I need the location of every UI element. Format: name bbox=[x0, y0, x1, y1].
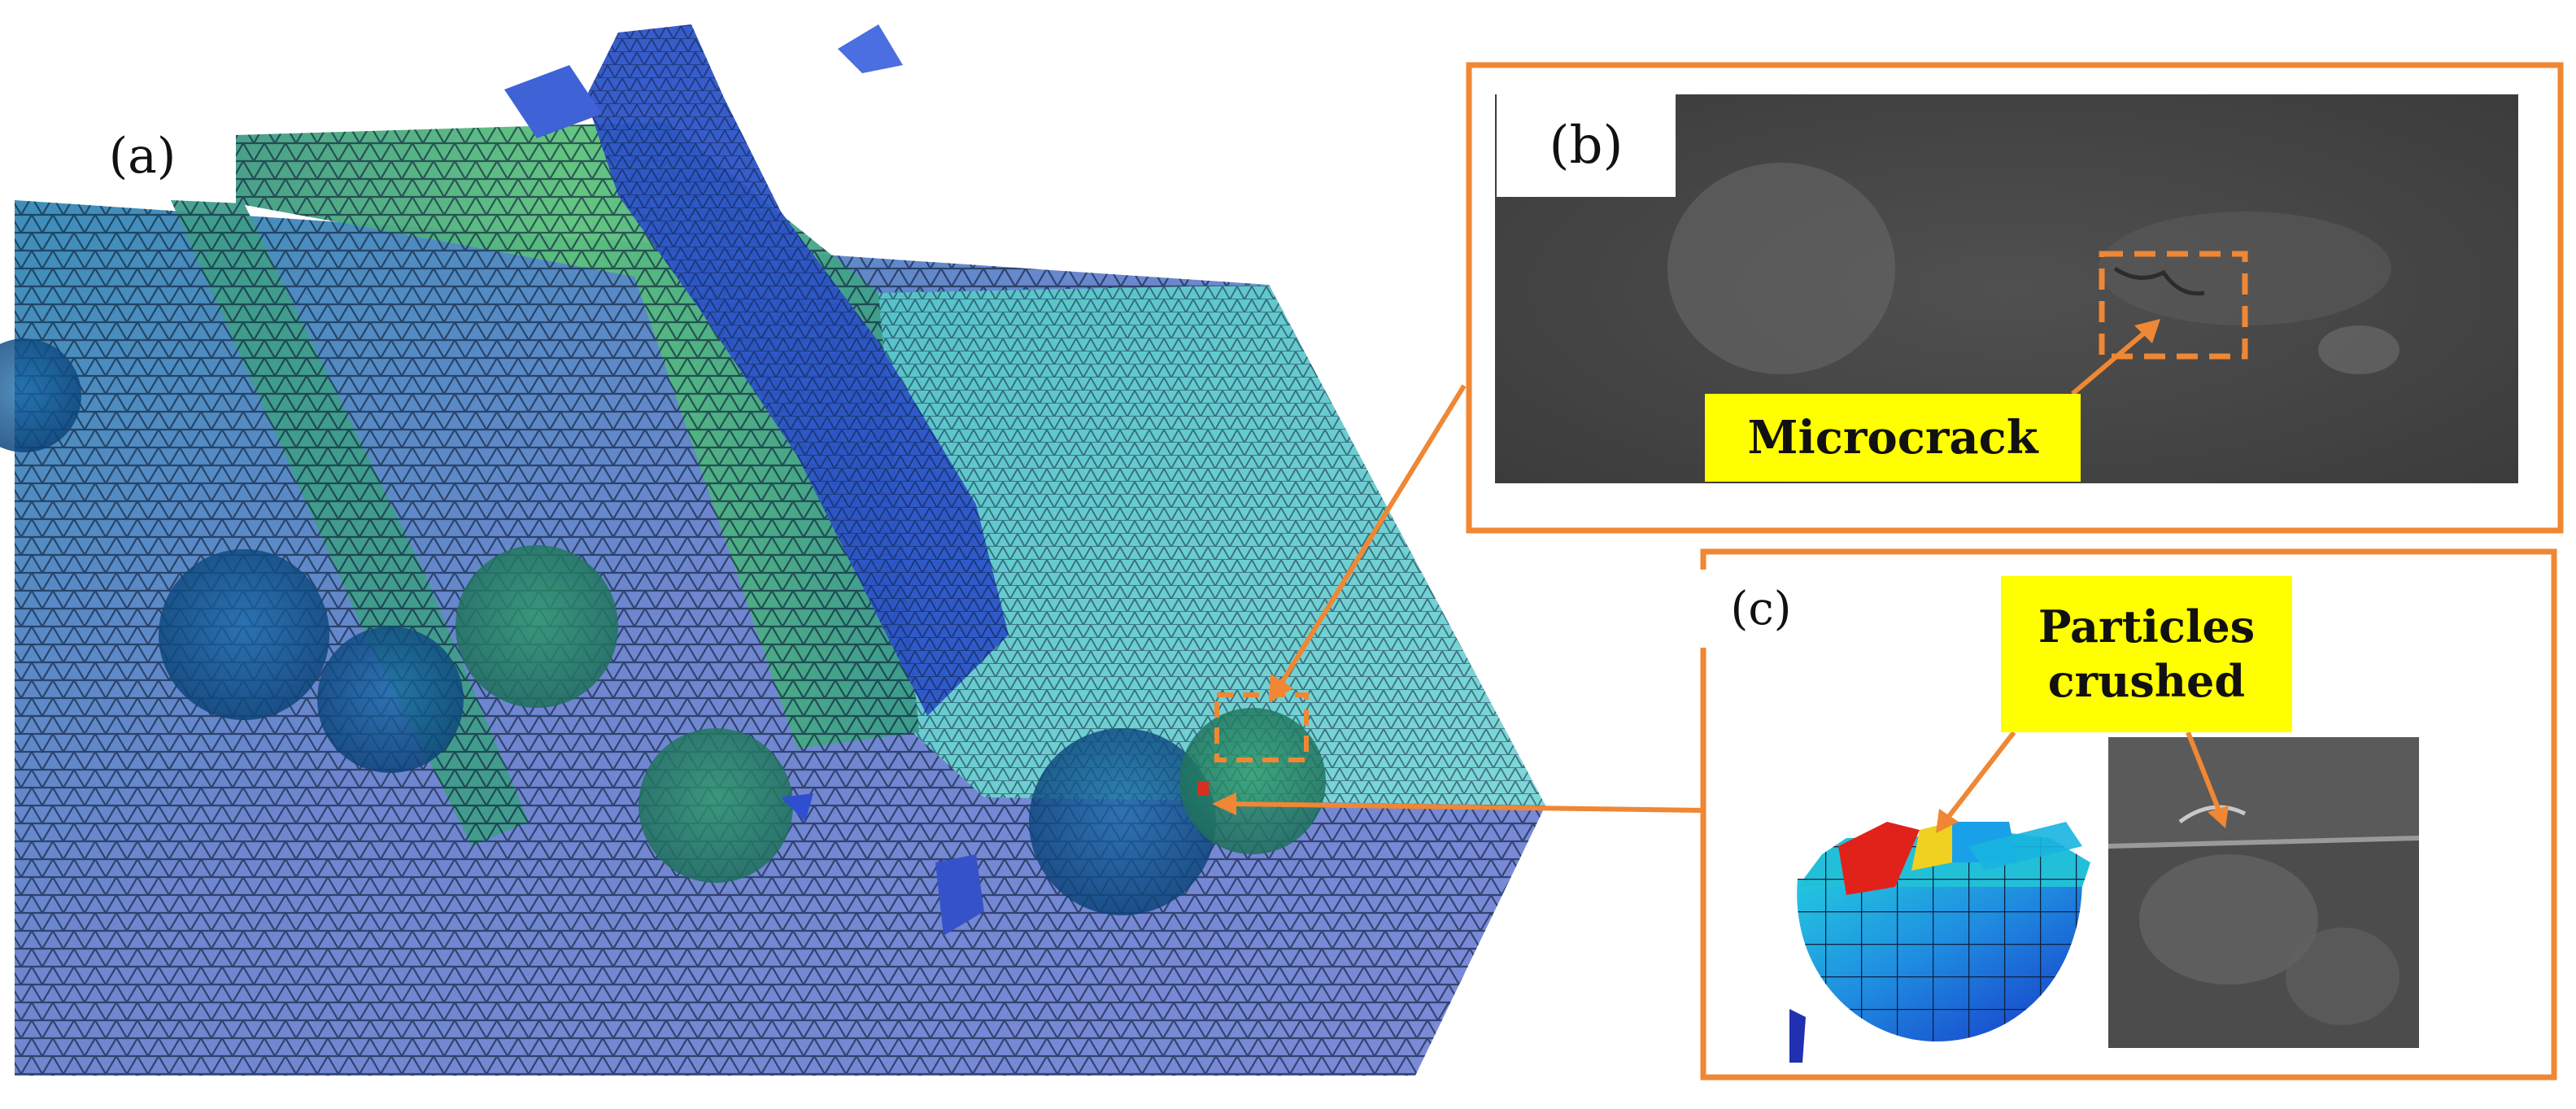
embedded-particle bbox=[1179, 708, 1326, 854]
panel-b-label: (b) bbox=[1497, 94, 1676, 197]
embedded-particle bbox=[0, 338, 81, 452]
embedded-particle bbox=[1029, 728, 1216, 915]
arrow-microcrack bbox=[2071, 328, 2149, 396]
microcrack-highlight-box bbox=[2099, 251, 2248, 360]
panel-a-mesh bbox=[0, 24, 1545, 1076]
panel-a-label: (a) bbox=[49, 114, 236, 199]
arrow-particles-model-head bbox=[1936, 809, 1959, 833]
arrow-particles-sem bbox=[2186, 731, 2221, 812]
microcrack-callout: Microcrack bbox=[1705, 394, 2081, 482]
arrow-particles-sem-head bbox=[2208, 806, 2229, 828]
embedded-particle bbox=[159, 549, 329, 720]
embedded-particle bbox=[455, 545, 618, 708]
arrow-a-to-b-head bbox=[1269, 674, 1293, 703]
arrow-a-to-b bbox=[1278, 384, 1467, 687]
panel-c-label: (c) bbox=[1700, 570, 1822, 648]
fracture-hotspot bbox=[1838, 822, 1920, 895]
crushed-particle-model bbox=[1789, 822, 2090, 1063]
microcrack-location-box bbox=[1214, 692, 1309, 762]
panel-c-sem-image bbox=[2108, 737, 2419, 1048]
connector-arrows bbox=[1212, 319, 2229, 833]
arrow-c-to-a bbox=[1229, 801, 1704, 813]
particles-crushed-callout: Particles crushed bbox=[2001, 576, 2292, 732]
arrow-microcrack-head bbox=[2134, 319, 2160, 343]
embedded-particle bbox=[639, 728, 793, 883]
embedded-particle bbox=[317, 627, 464, 773]
arrow-particles-model bbox=[1945, 731, 2016, 820]
arrow-c-to-a-head bbox=[1212, 792, 1236, 815]
